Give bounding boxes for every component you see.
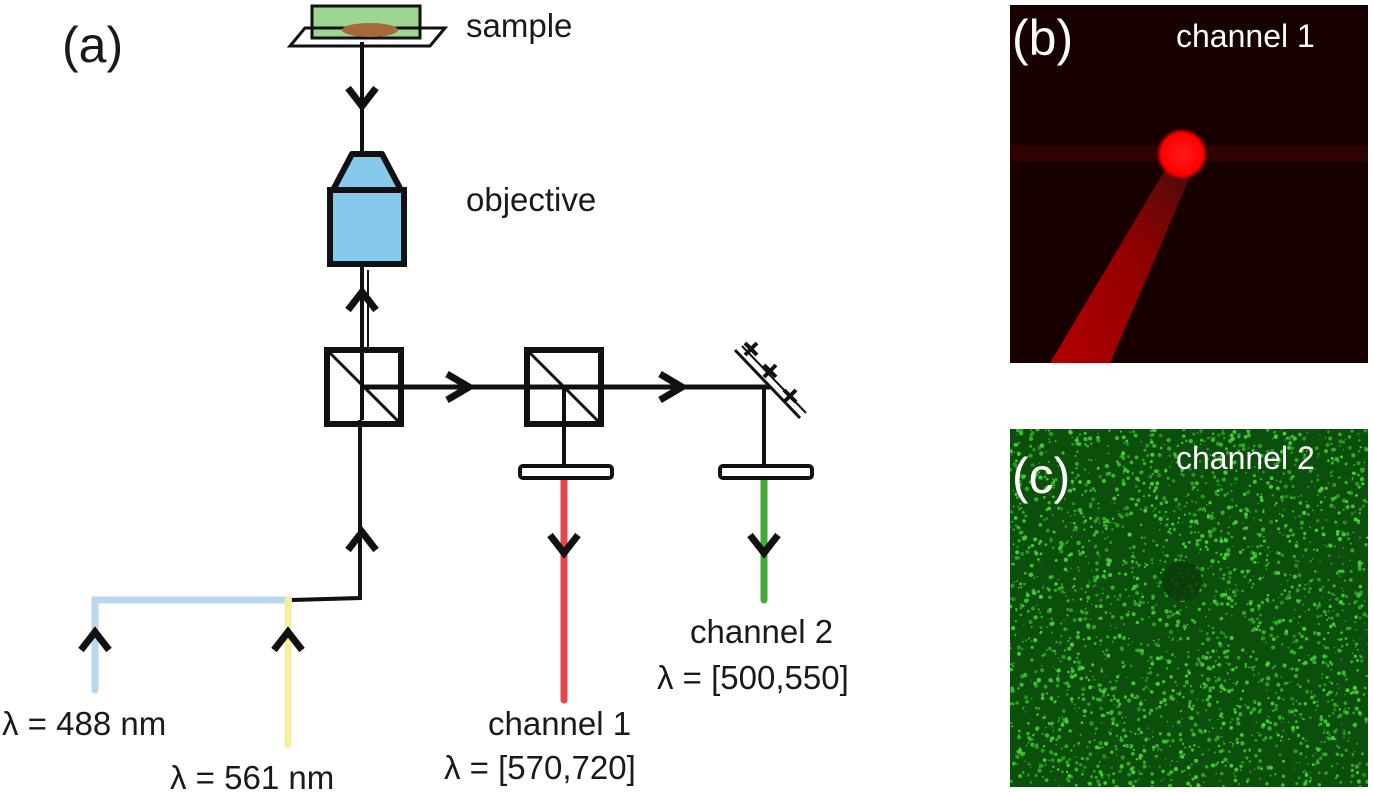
channel1-range-label: λ = [570,720]	[444, 749, 636, 786]
chevron-down-icon	[547, 532, 581, 559]
chevron-up-icon	[345, 526, 379, 553]
channel1-micrograph	[1010, 5, 1368, 363]
sample-slide	[286, 4, 449, 48]
channel2-micrograph	[1010, 429, 1368, 787]
objective-lens	[327, 151, 407, 267]
filter-channel2	[718, 464, 814, 480]
panel-b-letter: (b)	[1012, 10, 1074, 66]
filter-channel1	[518, 464, 614, 480]
chevron-down-icon	[345, 85, 379, 112]
panel-c-letter: (c)	[1012, 448, 1071, 504]
chevron-down-icon	[747, 532, 781, 559]
beamsplitter-1	[324, 347, 404, 427]
beamsplitter-2	[524, 347, 604, 427]
objective-label: objective	[466, 181, 597, 218]
panel-b-image: (b) channel 1	[1010, 5, 1368, 363]
panel-a-letter: (a)	[62, 17, 124, 73]
chevron-up-icon	[345, 286, 379, 313]
chevron-up-icon	[78, 626, 112, 653]
panel-b-title: channel 1	[1176, 18, 1315, 54]
channel2-name-label: channel 2	[690, 613, 834, 650]
panel-c-image: (c) channel 2	[1010, 429, 1368, 787]
chevron-up-icon	[271, 626, 305, 653]
chevron-right-icon	[445, 370, 476, 404]
combined-beam	[291, 420, 362, 602]
chevron-right-icon	[658, 370, 689, 404]
optical-setup-diagram	[78, 4, 814, 749]
sample-label: sample	[466, 7, 573, 44]
fold-mirror	[733, 341, 807, 420]
channel2-range-label: λ = [500,550]	[657, 659, 849, 696]
laser-488-label: λ = 488 nm	[2, 705, 167, 742]
panel-c-title: channel 2	[1176, 440, 1315, 476]
laser-561-label: λ = 561 nm	[170, 759, 335, 792]
channel1-name-label: channel 1	[488, 705, 632, 742]
laser-488-beam	[91, 596, 294, 694]
